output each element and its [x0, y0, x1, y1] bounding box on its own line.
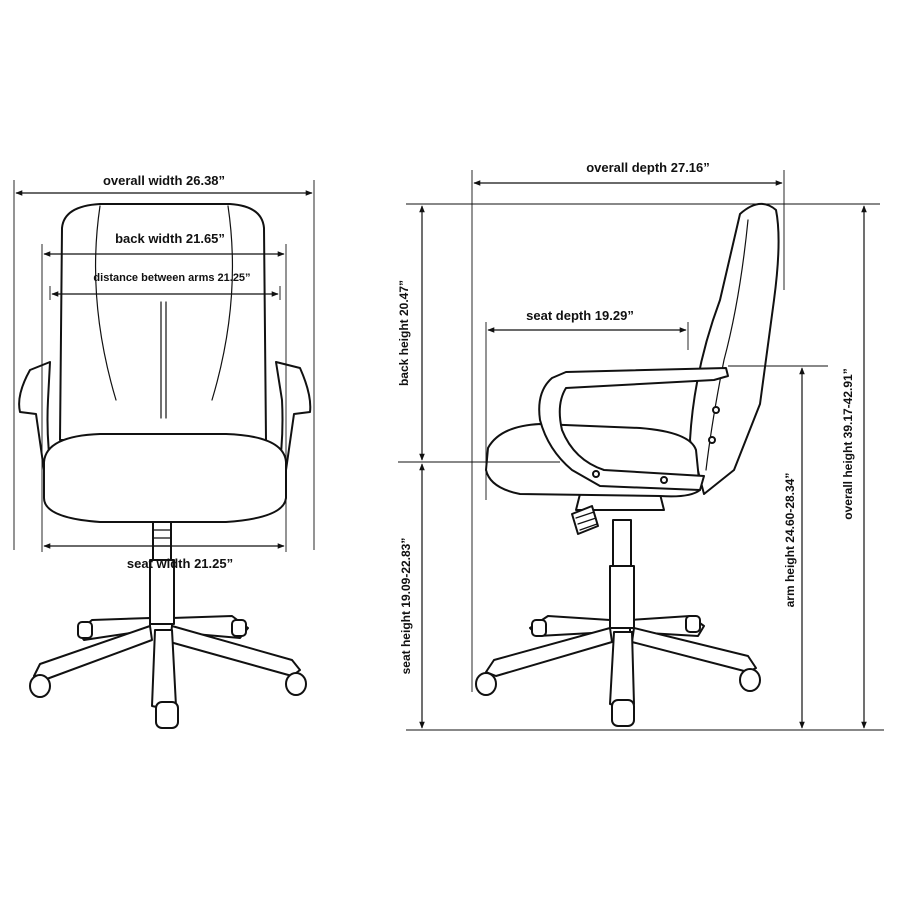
distance-between-arms-label: distance between arms 21.25”	[93, 272, 250, 284]
side-base	[475, 615, 761, 727]
overall-depth-label: overall depth 27.16”	[586, 160, 710, 175]
front-dimensions: overall width 26.38” back width 21.65” d…	[13, 173, 315, 571]
seat-height-label: seat height 19.09-22.83”	[399, 538, 413, 675]
side-backrest	[689, 203, 780, 495]
back-width-label: back width 21.65”	[115, 231, 225, 246]
side-dimensions: overall depth 27.16” seat depth 19.29” b…	[397, 160, 884, 731]
front-base	[29, 615, 307, 729]
back-height-label: back height 20.47”	[397, 280, 411, 386]
seat-depth-label: seat depth 19.29”	[526, 308, 634, 323]
side-gas-lift	[575, 493, 665, 629]
overall-height-label: overall height 39.17-42.91”	[841, 368, 855, 519]
front-gas-lift	[149, 521, 175, 625]
overall-width-label: overall width 26.38”	[103, 173, 225, 188]
side-view-chair	[475, 203, 780, 727]
front-view-chair	[18, 203, 312, 729]
side-armrest	[538, 367, 729, 491]
front-seat	[43, 433, 287, 523]
side-tension-knob	[571, 505, 599, 535]
arm-height-label: arm height 24.60-28.34”	[783, 473, 797, 608]
front-backrest	[59, 203, 267, 441]
seat-width-label: seat width 21.25”	[127, 556, 233, 571]
